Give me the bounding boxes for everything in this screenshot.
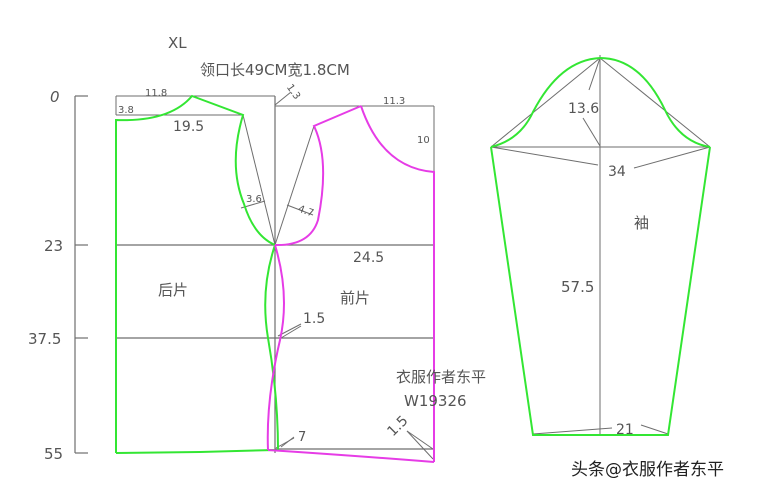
sleeve-cap-height-label: 13.6: [568, 101, 599, 117]
back-shoulder-width-label: 11.8: [145, 88, 167, 99]
shoulder-offset-label: 1.3: [284, 82, 302, 101]
bodice-grid: [115, 91, 435, 460]
axis-tick-37-5: 37.5: [28, 330, 61, 348]
collar-note: 领口长49CM宽1.8CM: [200, 61, 350, 79]
back-piece-outline: [115, 94, 279, 454]
front-piece-outline: [266, 105, 435, 463]
axis-tick-23: 23: [44, 237, 63, 255]
bust-width-label: 24.5: [353, 250, 384, 266]
pattern-code: W19326: [404, 392, 467, 410]
waist-suppression-label: 1.5: [303, 311, 325, 327]
front-neck-width-label: 11.3: [383, 96, 405, 107]
back-half-shoulder-label: 19.5: [173, 119, 204, 135]
front-neck-depth-label: 10: [417, 135, 430, 146]
measure-axis: 0 23 37.5 55: [28, 88, 88, 463]
hem-front-drop-label: 1.5: [384, 413, 411, 440]
sleeve-bicep-width-label: 34: [608, 164, 626, 180]
sleeve-length-label: 57.5: [561, 278, 594, 296]
watermark: 头条@衣服作者东平: [571, 460, 724, 480]
back-piece-label: 后片: [158, 281, 188, 299]
back-neck-depth-label: 3.8: [118, 105, 134, 116]
back-armhole-depth-label: 3.6: [246, 194, 262, 205]
front-piece-label: 前片: [340, 289, 370, 307]
hem-side-label: 7: [298, 430, 306, 445]
sleeve-outline: [490, 56, 711, 436]
sleeve-grid: [490, 55, 711, 435]
sleeve-label: 袖: [634, 214, 649, 232]
sleeve-cuff-width-label: 21: [616, 422, 634, 438]
author-credit: 衣服作者东平: [396, 368, 486, 386]
axis-tick-55: 55: [44, 445, 63, 463]
size-label: XL: [168, 34, 187, 52]
front-armhole-depth-label: 4.7: [296, 204, 315, 220]
axis-tick-0: 0: [50, 88, 60, 106]
